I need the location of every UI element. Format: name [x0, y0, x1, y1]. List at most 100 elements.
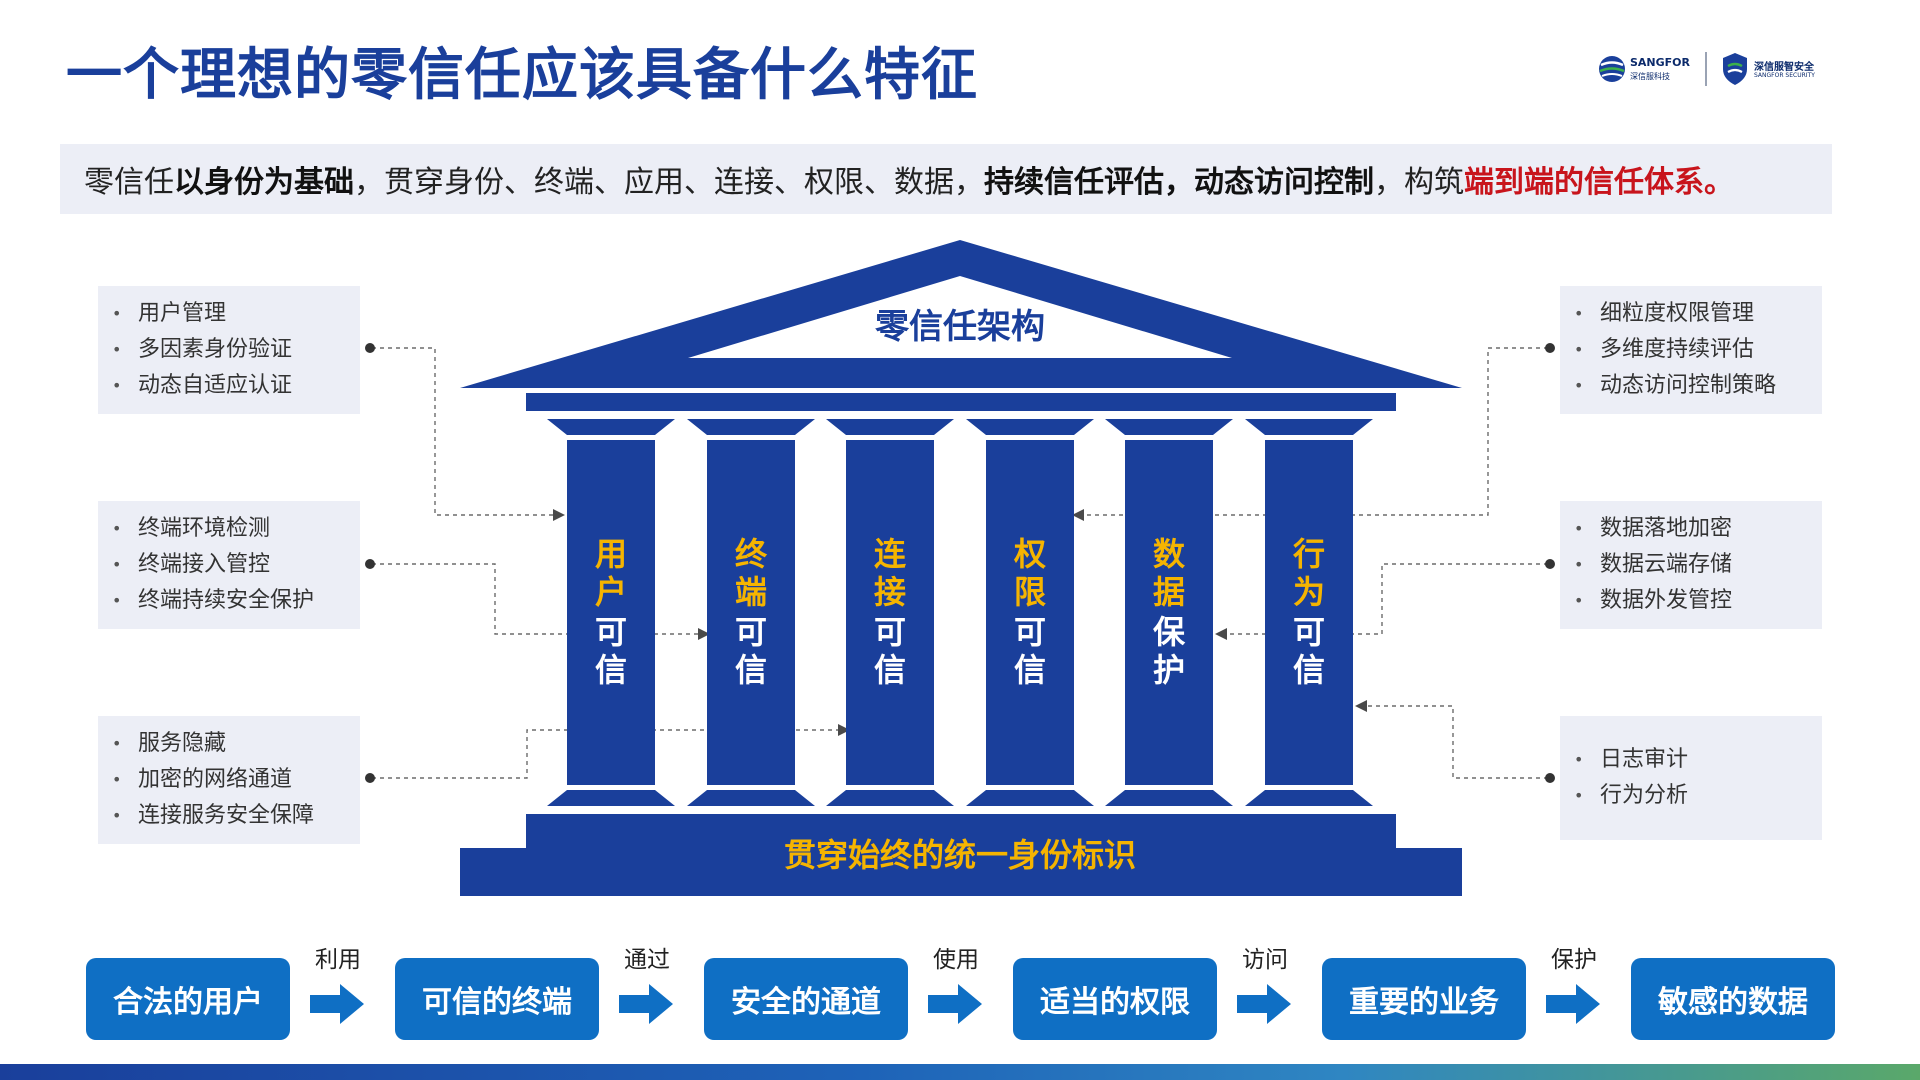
roof [460, 240, 1462, 388]
pillar-data-char-3: 保 [1153, 613, 1186, 651]
flow-step-sensitive-data: 敏感的数据 [1631, 958, 1835, 1040]
roof-inner [688, 276, 1232, 358]
list-item: 加密的网络通道 [112, 762, 360, 798]
roof-beam [526, 393, 1396, 411]
banner-text-4: 持续信任评估，动态访问控制 [984, 165, 1374, 200]
pillar-permission-char-3: 可 [1014, 613, 1046, 651]
sangfor-logo: SANGFOR 深信服科技 [1598, 50, 1698, 88]
connector-dot [365, 773, 375, 783]
page-title: 一个理想的零信任应该具备什么特征 [66, 43, 978, 108]
list-item: 服务隐藏 [112, 726, 360, 762]
shield-icon [1723, 53, 1747, 85]
roof-label: 零信任架构 [875, 307, 1045, 347]
pillar-user-char-4: 信 [595, 651, 627, 689]
connector-data [1225, 563, 1548, 635]
pillar-behavior-char-2: 为 [1293, 573, 1325, 611]
connector-dot [1545, 559, 1555, 569]
base-lower-step [460, 848, 1462, 896]
feature-box-permission: 细粒度权限管理 多维度持续评估 动态访问控制策略 [1560, 286, 1822, 414]
flow-step-trusted-endpoint: 可信的终端 [395, 958, 599, 1040]
list-item: 终端环境检测 [112, 511, 360, 547]
pillar-data-char-2: 据 [1153, 573, 1185, 611]
logo-divider [1705, 52, 1707, 86]
connector-lines [372, 347, 1548, 779]
pillar-user-char-1: 用 [595, 535, 627, 573]
flow-arrow-icon [928, 984, 982, 1024]
pillar-data-char-4: 护 [1153, 651, 1185, 689]
pillar-data-char-1: 数 [1153, 535, 1186, 573]
pillar-connection-char-4: 信 [874, 651, 906, 689]
pillar-endpoint-char-4: 信 [735, 651, 767, 689]
connector-endpoint [372, 563, 700, 635]
banner-text-6: 端到端的信任体系。 [1464, 165, 1734, 200]
list-item: 数据云端存储 [1574, 547, 1822, 583]
flow-step-proper-permission: 适当的权限 [1013, 958, 1217, 1040]
flow-verb-apply: 使用 [933, 947, 979, 973]
connector-connection [372, 729, 840, 779]
flow-arrow-icon [1546, 984, 1600, 1024]
feature-box-user: 用户管理 多因素身份验证 动态自适应认证 [98, 286, 360, 414]
list-item: 多因素身份验证 [112, 332, 360, 368]
flow-verb-protect: 保护 [1551, 947, 1597, 973]
pillar-permission-char-1: 权 [1013, 535, 1046, 573]
pillar-user-char-3: 可 [595, 613, 627, 651]
pillar-connection: 连 接 可 信 [826, 419, 954, 806]
flow-step-important-business: 重要的业务 [1322, 958, 1526, 1040]
pillar-behavior: 行 为 可 信 [1245, 419, 1373, 806]
list-item: 多维度持续评估 [1574, 332, 1822, 368]
arrowhead-data [1215, 628, 1227, 640]
flow-verb-through: 通过 [624, 947, 670, 973]
security-logo-name: 深信服智安全 [1754, 62, 1814, 73]
sangfor-logo-sub: 深信服科技 [1630, 72, 1670, 81]
pillar-permission: 权 限 可 信 [966, 419, 1094, 806]
list-item: 数据落地加密 [1574, 511, 1822, 547]
base-upper-step [526, 814, 1396, 850]
list-item: 终端接入管控 [112, 547, 360, 583]
sangfor-logo-name: SANGFOR [1630, 56, 1691, 69]
pillar-endpoint: 终 端 可 信 [687, 419, 815, 806]
banner-text-5: ，构筑 [1374, 165, 1464, 200]
feature-box-connection: 服务隐藏 加密的网络通道 连接服务安全保障 [98, 716, 360, 844]
banner-text-2: 以身份为基础 [174, 165, 354, 200]
list-item: 日志审计 [1574, 742, 1822, 778]
flow-arrow-icon [619, 984, 673, 1024]
feature-box-endpoint: 终端环境检测 终端接入管控 终端持续安全保护 [98, 501, 360, 629]
base-label: 贯穿始终的统一身份标识 [784, 836, 1136, 874]
banner-text-3: ，贯穿身份、终端、应用、连接、权限、数据， [354, 165, 984, 200]
flow-step-secure-channel: 安全的通道 [704, 958, 908, 1040]
list-item: 数据外发管控 [1574, 583, 1822, 619]
banner-text-1: 零信任 [84, 165, 174, 200]
security-logo-sub: SANGFOR SECURITY [1754, 72, 1815, 79]
list-item: 细粒度权限管理 [1574, 296, 1822, 332]
flow-arrow-icon [1237, 984, 1291, 1024]
flow-step-legit-user: 合法的用户 [86, 958, 290, 1040]
sangfor-security-logo: 深信服智安全 SANGFOR SECURITY [1720, 50, 1825, 88]
list-item: 动态自适应认证 [112, 368, 360, 404]
pillar-endpoint-char-1: 终 [735, 535, 768, 573]
arrowhead-endpoint [698, 628, 710, 640]
arrowhead-connection [838, 724, 850, 736]
flow-verb-access: 访问 [1242, 947, 1288, 973]
connector-dot [365, 343, 375, 353]
pillar-endpoint-char-2: 端 [735, 573, 767, 611]
pillar-behavior-char-3: 可 [1293, 613, 1325, 651]
pillar-data: 数 据 保 护 [1105, 419, 1233, 806]
sangfor-globe-icon [1599, 56, 1625, 82]
connector-behavior [1365, 705, 1548, 779]
pillar-connection-char-1: 连 [874, 535, 906, 573]
pillar-behavior-char-4: 信 [1293, 651, 1325, 689]
summary-banner: 零信任以身份为基础，贯穿身份、终端、应用、连接、权限、数据，持续信任评估，动态访… [60, 144, 1832, 214]
pillar-user: 用 户 可 信 [547, 419, 675, 806]
arrowhead-user [553, 509, 565, 521]
connector-permission [1082, 347, 1548, 516]
pillar-endpoint-char-3: 可 [735, 613, 767, 651]
list-item: 动态访问控制策略 [1574, 368, 1822, 404]
pillar-connection-char-3: 可 [874, 613, 906, 651]
connector-dot [365, 559, 375, 569]
flow-verb-use: 利用 [315, 947, 361, 973]
pillar-permission-char-4: 信 [1014, 651, 1046, 689]
bottom-gradient-strip [0, 1064, 1920, 1080]
list-item: 用户管理 [112, 296, 360, 332]
list-item: 连接服务安全保障 [112, 798, 360, 834]
arrowhead-behavior [1355, 700, 1367, 712]
